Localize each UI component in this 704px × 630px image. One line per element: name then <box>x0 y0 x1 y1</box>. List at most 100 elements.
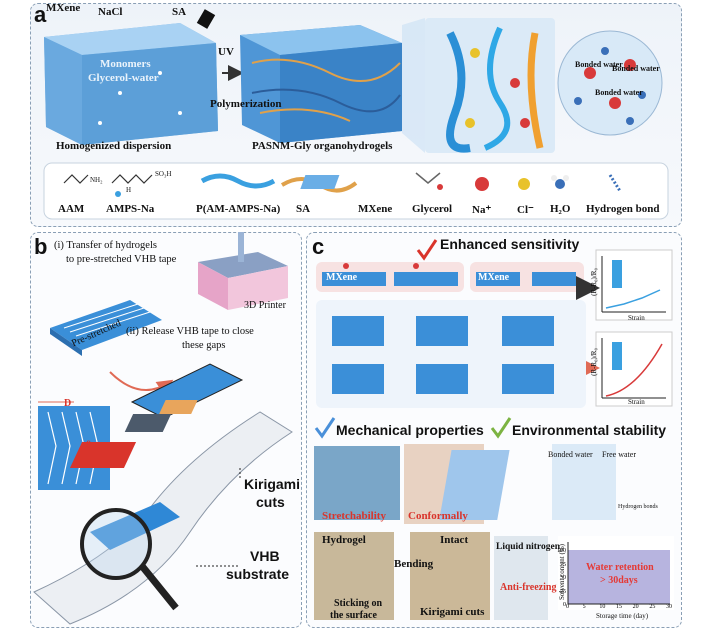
sensitivity-graph-bottom <box>595 331 673 407</box>
vhb-label-1: VHB <box>250 548 280 564</box>
mxene-stack-right <box>470 262 584 292</box>
water-retention-1: Water retention <box>586 562 654 573</box>
legend-pamps: P(AM-AMPS-Na) <box>196 203 281 215</box>
sticking-label-2: the surface <box>330 610 377 621</box>
network-zoom <box>402 18 555 153</box>
homogenized-dispersion-block <box>44 23 218 145</box>
legend-aam: AAM <box>58 203 85 215</box>
mxene-stack-label-right: MXene <box>478 272 510 283</box>
printer-icon <box>198 232 288 310</box>
hand-photo-1 <box>314 532 394 620</box>
bonded-water-label-1: Bonded water <box>575 60 623 69</box>
step2-line1: (ii) Release VHB tape to close <box>126 326 254 337</box>
nitrogen-photo <box>494 536 548 620</box>
environmental-title: Environmental stability <box>512 422 667 438</box>
graph-bottom-y: (R-R₀)/R₀ <box>589 348 598 376</box>
kirigami-label-2: cuts <box>256 494 285 510</box>
liquid-nitrogen-label: Liquid nitrogen <box>496 542 560 552</box>
kirigami-label-1: Kirigami <box>244 476 301 492</box>
bonded-water-sphere <box>557 30 663 136</box>
mxene-stack-left <box>316 262 464 292</box>
polymerization-label: Polymerization <box>210 98 282 110</box>
aam-nh2-label: NH₂ <box>90 176 103 184</box>
legend-na: Na⁺ <box>472 204 492 216</box>
homogenized-label: Homogenized dispersion <box>56 140 172 152</box>
legend-icons <box>63 172 622 197</box>
released-sheet <box>130 363 244 419</box>
check-blue-icon <box>314 417 336 439</box>
panel-c-letter: c <box>312 234 325 259</box>
storage-tick-x: 30 <box>666 604 672 610</box>
step1-line1: (i) Transfer of hydrogels <box>54 240 157 251</box>
dim-theta: θ <box>86 440 92 451</box>
monomers-label: Monomers <box>100 58 151 70</box>
legend-amps: AMPS-Na <box>106 203 155 215</box>
storage-tick-y: 75 <box>560 561 566 568</box>
prestretched-tape <box>50 300 162 356</box>
bonded-water-diagram <box>552 444 616 520</box>
storage-tick-x: 20 <box>632 604 639 610</box>
storage-tick-x: 5 <box>582 604 586 610</box>
storage-chart <box>558 536 674 610</box>
sticking-label-1: Sticking on <box>334 598 383 609</box>
panel-a-illustration <box>43 9 669 220</box>
conformally-label: Conformally <box>408 510 468 522</box>
amps-so3h-label: SO₃H <box>155 170 172 178</box>
stability-sheet <box>439 450 510 520</box>
printer-label: 3D Printer <box>244 300 286 311</box>
bending-label: Bending <box>394 558 434 570</box>
anti-freezing-label: Anti-freezing <box>500 582 557 593</box>
step1-line2: to pre-stretched VHB tape <box>66 254 177 265</box>
bonded-water-label-2: Bonded water <box>612 64 660 73</box>
legend-cl: Cl⁻ <box>517 204 534 216</box>
organohydrogels-label: PASNM-Gly organohydrogels <box>252 140 393 152</box>
hydrogen-bonds-c: Hydrogen bonds <box>618 504 658 510</box>
panel-b-letter: b <box>34 234 48 259</box>
magnifier-icon <box>80 508 179 611</box>
storage-tick-y: 25 <box>560 588 566 595</box>
intact-label: Intact <box>440 534 469 546</box>
enhanced-title: Enhanced sensitivity <box>440 236 580 252</box>
legend-sa: SA <box>296 203 311 215</box>
storage-tick-x: 10 <box>599 604 606 610</box>
graph-top-y: (R-R₀)/R₀ <box>589 268 598 296</box>
legend-mxene: MXene <box>358 203 393 215</box>
sa-label: SA <box>172 6 187 18</box>
panel-a-letter: a <box>34 2 47 27</box>
stretchability-label: Stretchability <box>322 510 386 522</box>
organohydrogel-block <box>240 25 402 143</box>
storage-x-label: Storage time (day) <box>596 612 649 620</box>
glycerol-water-label: Glycerol-water <box>88 72 159 84</box>
graph-top-x: Strain <box>628 314 645 322</box>
amps-h-label: H <box>126 186 132 194</box>
storage-tick-x: 15 <box>616 604 622 610</box>
panel-c-illustration <box>314 239 674 620</box>
dim-d: D <box>64 398 72 409</box>
strain-frames <box>316 300 586 408</box>
water-retention-2: > 30days <box>600 575 638 586</box>
dropper-icon <box>196 9 216 29</box>
free-water-c: Free water <box>602 450 636 459</box>
legend-strip <box>43 162 669 220</box>
storage-tick-y: 100 <box>557 548 566 554</box>
storage-tick-y: 50 <box>560 575 566 581</box>
storage-tick-x: 25 <box>649 604 656 610</box>
panel-b-illustration <box>33 232 293 625</box>
check-red-icon <box>416 239 438 261</box>
step2-line2: these gaps <box>182 340 226 351</box>
vhb-label-2: substrate <box>226 566 290 582</box>
check-green-icon <box>490 417 512 439</box>
hand-photo-2 <box>410 532 490 620</box>
hydrogel-label: Hydrogel <box>322 534 366 546</box>
sensitivity-graph-top <box>595 249 673 321</box>
mxene-stack-label-left: MXene <box>326 272 358 283</box>
legend-h2o: H₂O <box>550 203 571 215</box>
mxene-label: MXene <box>46 2 81 14</box>
graph-bottom-x: Strain <box>628 398 645 406</box>
bonded-water-c: Bonded water <box>548 450 593 459</box>
mechanical-title: Mechanical properties <box>336 422 484 438</box>
kirigami-cuts-label: Kirigami cuts <box>420 606 485 618</box>
bonded-water-label-3: Bonded water <box>595 88 643 97</box>
stretch-photo <box>314 446 400 520</box>
